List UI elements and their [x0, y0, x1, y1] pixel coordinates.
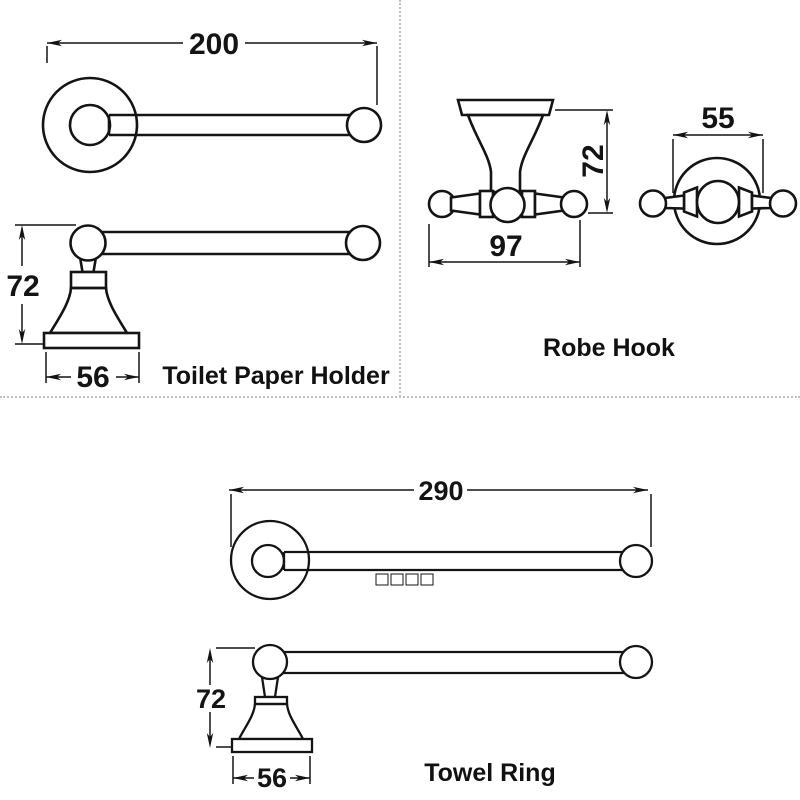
- tr-bar-end-ball-side: [618, 644, 654, 680]
- tr-post-ball: [251, 643, 289, 681]
- dim-arrow-right: [362, 39, 377, 47]
- dim-arrow-left: [229, 486, 244, 494]
- dim-arrow-up: [603, 110, 611, 125]
- dim-arrow-right: [633, 486, 648, 494]
- watermark: [375, 573, 434, 586]
- tr-height-value: 72: [196, 684, 226, 714]
- tph-length-value: 200: [189, 28, 239, 61]
- rh-height-value: 72: [577, 144, 610, 177]
- tr-top-view: [229, 519, 654, 601]
- rh-trumpet: [466, 113, 545, 194]
- tr-product-label: Towel Ring: [424, 759, 555, 787]
- rh-front-left-taper: [663, 194, 686, 210]
- rh-width-dimension: 97: [428, 220, 581, 267]
- rh-front-right-collar: [737, 185, 754, 219]
- rh-diameter-value: 55: [701, 102, 734, 135]
- tph-base-dimension: 56: [45, 352, 140, 394]
- dim-arrow-left: [233, 774, 248, 782]
- rh-side-view: [427, 98, 589, 224]
- tph-side-view: [42, 224, 382, 350]
- dim-arrow-up: [18, 225, 26, 240]
- rh-right-finial: [559, 189, 589, 219]
- tph-base-plate: [42, 331, 141, 350]
- tr-bar-end-ball: [618, 543, 654, 579]
- dim-arrow-right: [295, 774, 310, 782]
- rh-front-left-finial: [638, 189, 668, 218]
- rh-front-left-collar: [682, 185, 699, 219]
- rh-center-ball: [489, 186, 526, 224]
- tph-length-dimension: 200: [46, 28, 378, 105]
- tph-height-dimension: 72: [6, 224, 76, 345]
- tr-flange-inner: [250, 543, 286, 579]
- dim-arrow-left: [47, 39, 62, 47]
- dim-arrow-left: [429, 258, 444, 266]
- tr-side-view: [230, 643, 654, 754]
- dim-arrow-right: [565, 258, 580, 266]
- tph-top-view: [41, 76, 383, 174]
- tph-post-ball: [69, 224, 107, 262]
- rh-left-taper: [449, 192, 482, 216]
- toilet-paper-holder-drawing: 200 72: [6, 28, 390, 394]
- quadrant-divider-vertical: [399, 0, 401, 397]
- tph-product-label: Toilet Paper Holder: [162, 362, 390, 390]
- robe-hook-drawing: 72 97 55: [427, 98, 798, 362]
- tr-length-dimension: 290: [229, 476, 652, 547]
- rh-front-right-finial: [768, 189, 798, 218]
- dim-arrow-down: [603, 198, 611, 213]
- tr-trumpet-base: [237, 702, 305, 741]
- tph-flange-inner: [68, 103, 112, 147]
- rh-height-dimension: 72: [555, 109, 613, 214]
- tr-base-value: 56: [257, 763, 287, 793]
- rh-diameter-dimension: 55: [672, 102, 764, 193]
- tph-height-value: 72: [6, 270, 39, 303]
- rh-product-label: Robe Hook: [543, 334, 675, 362]
- rh-front-right-taper: [750, 194, 773, 210]
- rh-front-center-ball: [695, 179, 741, 225]
- tph-bar-end-ball: [345, 106, 383, 144]
- tr-height-dimension: 72: [196, 647, 255, 748]
- tph-trumpet-base: [47, 286, 130, 335]
- dim-arrow-left: [673, 131, 688, 139]
- dim-arrow-down: [18, 329, 26, 344]
- tph-bar-end-ball-side: [344, 224, 382, 262]
- rh-right-taper: [533, 192, 566, 216]
- dim-arrow-right: [748, 131, 763, 139]
- towel-ring-drawing: 290: [196, 476, 654, 793]
- rh-width-value: 97: [489, 230, 522, 263]
- tph-base-value: 56: [76, 361, 109, 394]
- dim-arrow-right: [124, 373, 139, 381]
- rh-front-view: [638, 156, 798, 246]
- dim-arrow-up: [206, 648, 214, 663]
- tr-base-dimension: 56: [232, 756, 311, 793]
- dim-arrow-down: [206, 733, 214, 748]
- tph-post-collar: [69, 270, 108, 290]
- quadrant-divider-horizontal: [0, 396, 800, 398]
- tr-length-value: 290: [418, 476, 463, 506]
- dim-arrow-left: [46, 373, 61, 381]
- tr-base-plate: [230, 737, 314, 754]
- rh-wall-plate: [456, 98, 555, 117]
